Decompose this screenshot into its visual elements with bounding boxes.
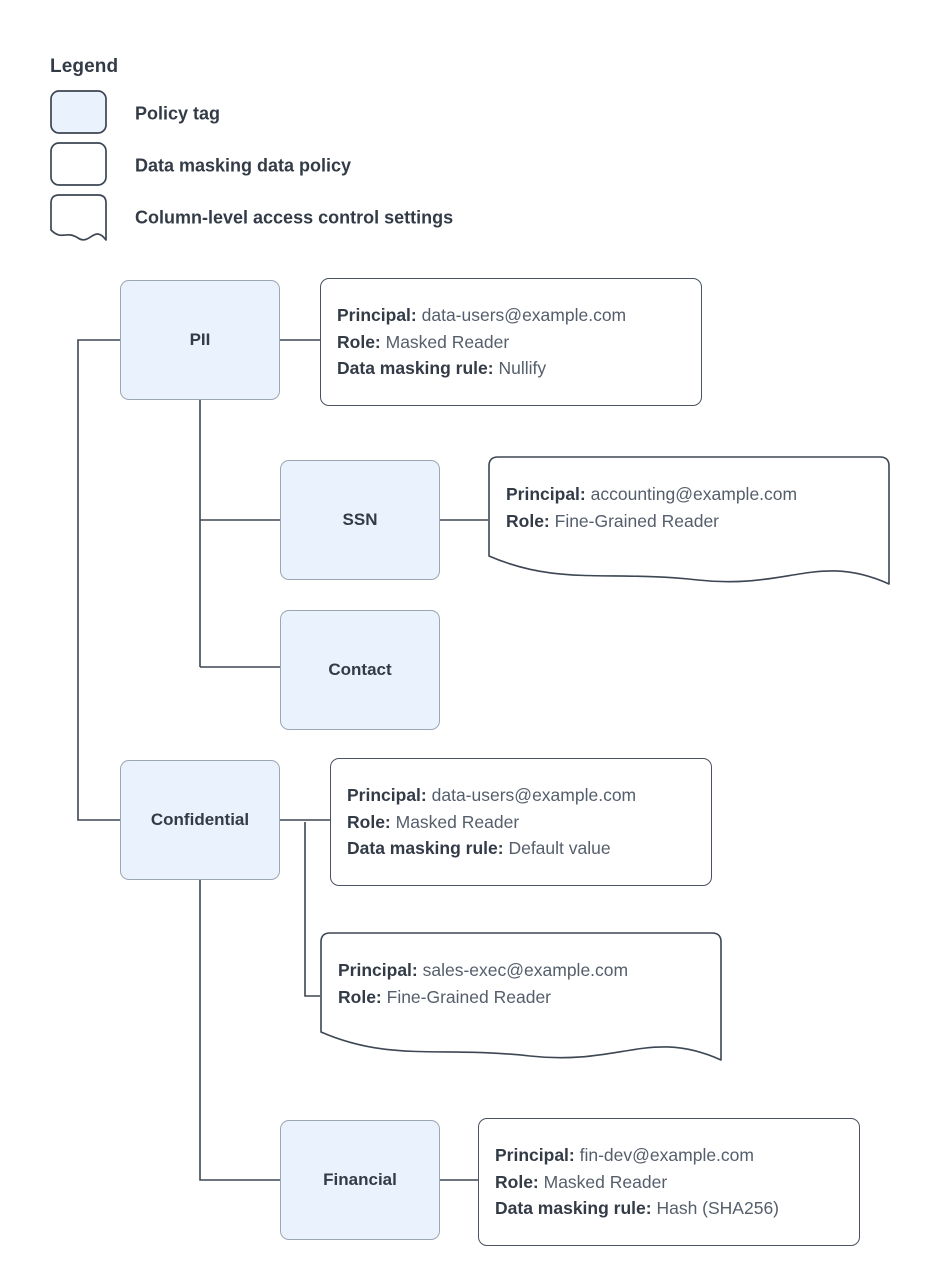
masking-rule-label: Data masking rule:	[337, 358, 494, 379]
principal-value: accounting@example.com	[590, 484, 798, 505]
policy-role-row: Role: Fine-Grained Reader	[506, 508, 876, 535]
policy-tag-node-ssn[interactable]: SSN	[280, 460, 440, 580]
masking-rule-label: Data masking rule:	[495, 1198, 652, 1219]
column-access-control-swatch-icon	[50, 194, 107, 241]
policy-masking-rule-row: Data masking rule: Default value	[347, 835, 695, 862]
policy-masking-rule-row: Data masking rule: Nullify	[337, 355, 685, 382]
principal-label: Principal:	[506, 484, 586, 505]
legend-label-policy-tag: Policy tag	[135, 103, 221, 124]
role-value: Fine-Grained Reader	[554, 511, 720, 531]
role-value: Masked Reader	[385, 331, 510, 352]
policy-tag-node-pii[interactable]: PII	[120, 280, 280, 400]
policy-role-row: Role: Masked Reader	[337, 329, 685, 356]
data-masking-policy-swatch-icon	[50, 142, 107, 186]
role-label: Role:	[338, 987, 382, 1007]
policy-tag-label-contact: Contact	[328, 660, 392, 679]
masking-rule-value: Nullify	[498, 358, 547, 379]
legend: Legend Policy tag Data masking data poli…	[50, 56, 453, 244]
masking-rule-label: Data masking rule:	[347, 838, 504, 859]
legend-item-data-masking-policy: Data masking data policy	[50, 140, 351, 192]
legend-item-column-access-control: Column-level access control settings	[50, 192, 453, 244]
policy-tag-node-contact[interactable]: Contact	[280, 610, 440, 730]
legend-label-data-masking-policy: Data masking data policy	[135, 155, 352, 176]
principal-value: data-users@example.com	[431, 785, 637, 806]
masking-rule-value: Default value	[508, 838, 611, 859]
role-value: Fine-Grained Reader	[386, 987, 552, 1007]
legend-item-policy-tag: Policy tag	[50, 88, 220, 140]
principal-label: Principal:	[347, 785, 427, 806]
role-label: Role:	[347, 811, 391, 832]
masking-rule-value: Hash (SHA256)	[656, 1198, 780, 1219]
role-label: Role:	[495, 1171, 539, 1192]
policy-tag-label-ssn: SSN	[342, 510, 378, 529]
role-value: Masked Reader	[395, 811, 520, 832]
policy-role-row: Role: Masked Reader	[347, 809, 695, 836]
policy-tag-label-confidential: Confidential	[150, 810, 250, 829]
legend-title: Legend	[50, 56, 119, 77]
principal-value: fin-dev@example.com	[579, 1145, 754, 1166]
policy-principal-row: Principal: data-users@example.com	[337, 302, 685, 329]
policy-role-row: Role: Masked Reader	[495, 1169, 843, 1196]
data-masking-policy-pii[interactable]: Principal: data-users@example.com Role: …	[320, 278, 702, 406]
principal-label: Principal:	[337, 305, 417, 326]
policy-masking-rule-row: Data masking rule: Hash (SHA256)	[495, 1195, 843, 1222]
role-label: Role:	[506, 511, 550, 531]
policy-principal-row: Principal: fin-dev@example.com	[495, 1142, 843, 1169]
principal-label: Principal:	[338, 960, 418, 981]
legend-label-column-access-control: Column-level access control settings	[135, 207, 454, 228]
policy-tag-node-financial[interactable]: Financial	[280, 1120, 440, 1240]
policy-tag-label-pii: PII	[189, 330, 211, 349]
principal-label: Principal:	[495, 1145, 575, 1166]
role-value: Masked Reader	[543, 1171, 668, 1192]
role-label: Role:	[337, 331, 381, 352]
data-masking-policy-financial[interactable]: Principal: fin-dev@example.com Role: Mas…	[478, 1118, 860, 1246]
data-masking-policy-confidential[interactable]: Principal: data-users@example.com Role: …	[330, 758, 712, 886]
principal-value: sales-exec@example.com	[422, 960, 629, 981]
principal-value: data-users@example.com	[421, 305, 627, 326]
policy-tag-label-financial: Financial	[323, 1170, 397, 1189]
policy-principal-row: Principal: sales-exec@example.com	[338, 957, 708, 984]
policy-tag-node-confidential[interactable]: Confidential	[120, 760, 280, 880]
policy-tag-swatch-icon	[50, 90, 107, 134]
policy-role-row: Role: Fine-Grained Reader	[338, 984, 708, 1011]
policy-principal-row: Principal: accounting@example.com	[506, 481, 876, 508]
policy-principal-row: Principal: data-users@example.com	[347, 782, 695, 809]
column-access-control-confidential[interactable]: Principal: sales-exec@example.com Role: …	[320, 932, 722, 1062]
column-access-control-ssn[interactable]: Principal: accounting@example.com Role: …	[488, 456, 890, 586]
